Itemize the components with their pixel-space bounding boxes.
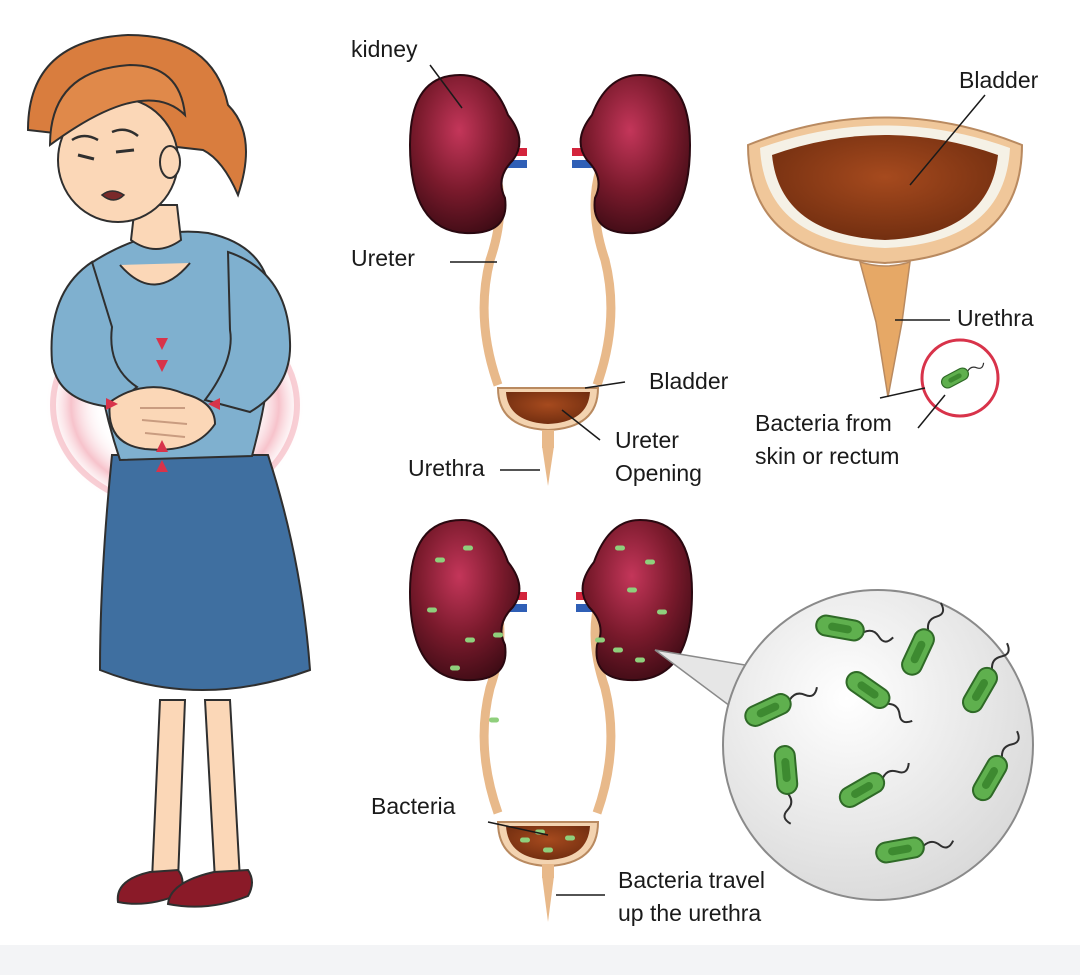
label-kidney: kidney: [351, 36, 418, 62]
label-bladder-large: Bladder: [959, 67, 1039, 93]
woman-abdominal-pain-illustration: [26, 33, 312, 908]
bladder-enlarged: [746, 116, 1024, 418]
diagram-canvas: kidney Ureter Bladder Ureter Opening Ure…: [0, 0, 1080, 945]
uti-diagram-svg: [26, 33, 1034, 922]
label-bladder-small: Bladder: [649, 368, 729, 394]
kidney-icon: [408, 73, 521, 235]
kidney-icon: [579, 73, 692, 235]
label-ureter: Ureter: [351, 245, 415, 271]
urinary-tract-infected: [408, 518, 1034, 922]
label-urethra-small: Urethra: [408, 455, 485, 481]
leader-lines: [429, 64, 986, 896]
label-bacteria: Bacteria: [371, 793, 456, 819]
label-urethra-large: Urethra: [957, 305, 1034, 331]
urinary-tract-top: [408, 73, 692, 486]
label-ureter-opening: Ureter Opening: [615, 427, 702, 486]
label-bacteria-travel: Bacteria travel up the urethra: [618, 867, 766, 926]
kidney-icon: [408, 518, 521, 682]
label-bacteria-source: Bacteria from skin or rectum: [755, 410, 900, 469]
kidney-icon: [581, 518, 694, 682]
